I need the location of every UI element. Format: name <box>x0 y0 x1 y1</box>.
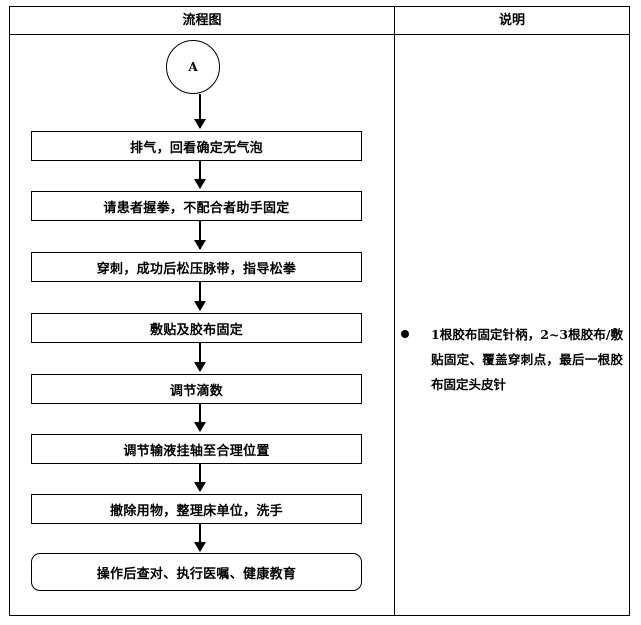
step-8: 操作后查对、执行医嘱、健康教育 <box>31 553 362 591</box>
step-6: 调节输液挂轴至合理位置 <box>31 434 362 464</box>
header-flowchart: 流程图 <box>182 13 222 28</box>
arrow-step-5-to-6 <box>194 404 206 432</box>
arrow-step-3-to-4 <box>194 282 206 311</box>
arrow-connector-to-step-1 <box>194 94 206 129</box>
column-divider <box>394 7 395 615</box>
flowchart-table: 流程图 说明 <box>9 6 630 616</box>
step-4: 敷贴及胶布固定 <box>31 313 362 343</box>
explanation-text: 1根胶布固定针柄，2~3根胶布/敷贴固定、覆盖穿刺点，最后一根胶布固定头皮针 <box>431 327 623 392</box>
explanation-note: 1根胶布固定针柄，2~3根胶布/敷贴固定、覆盖穿刺点，最后一根胶布固定头皮针 <box>401 322 623 397</box>
step-3: 穿刺，成功后松压脉带，指导松拳 <box>31 252 362 282</box>
step-1: 排气，回看确定无气泡 <box>31 131 362 161</box>
step-5: 调节滴数 <box>31 374 362 404</box>
arrow-step-7-to-8 <box>194 524 206 552</box>
header-divider <box>10 34 629 35</box>
header-explanation: 说明 <box>498 13 525 28</box>
arrow-step-4-to-5 <box>194 343 206 372</box>
arrow-step-6-to-7 <box>194 464 206 492</box>
connector-a: A <box>166 40 220 94</box>
arrow-step-1-to-2 <box>194 161 206 189</box>
bullet-icon <box>401 330 409 338</box>
step-7: 撤除用物，整理床单位，洗手 <box>31 494 362 524</box>
arrow-step-2-to-3 <box>194 221 206 250</box>
step-2: 请患者握拳，不配合者助手固定 <box>31 191 362 221</box>
